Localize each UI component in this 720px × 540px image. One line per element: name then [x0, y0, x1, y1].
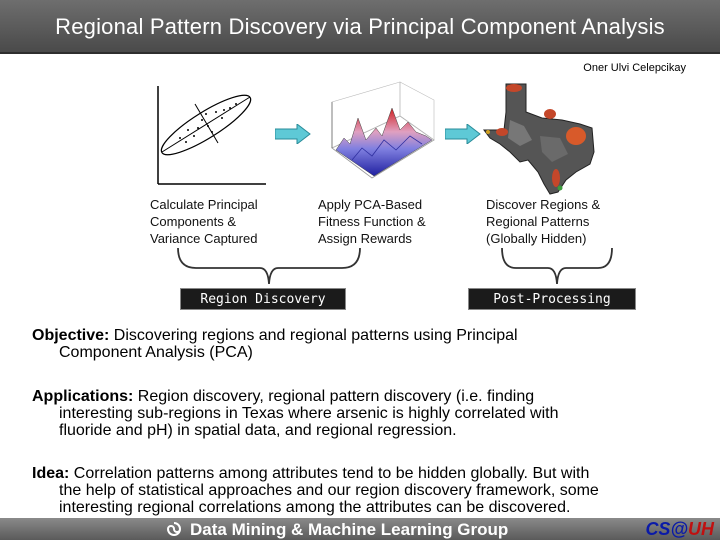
applications-paragraph: Applications: Region discovery, regional…: [32, 388, 692, 439]
idea-text-cont: the help of statistical approaches and o…: [59, 482, 599, 499]
idea-paragraph: Idea: Correlation patterns among attribu…: [32, 465, 692, 516]
region-discovery-brace: [177, 247, 361, 285]
applications-key: Applications:: [32, 388, 134, 405]
caption-line: Discover Regions &: [486, 197, 601, 212]
step-caption-pca: Calculate Principal Components & Varianc…: [150, 196, 258, 247]
objective-paragraph: Objective: Discovering regions and regio…: [32, 327, 692, 361]
post-processing-brace: [501, 247, 613, 285]
footer-bar: Data Mining & Machine Learning Group CS@…: [0, 518, 720, 540]
objective-key: Objective:: [32, 327, 110, 344]
idea-key: Idea:: [32, 465, 70, 482]
arrow-right-icon: [445, 124, 481, 144]
objective-text-cont: Component Analysis (PCA): [59, 344, 253, 361]
objective-text: Discovering regions and regional pattern…: [109, 327, 518, 344]
slide-title: Regional Pattern Discovery via Principal…: [55, 14, 665, 39]
caption-line: (Globally Hidden): [486, 231, 587, 246]
step-caption-discover: Discover Regions & Regional Patterns (Gl…: [486, 196, 600, 247]
applications-text-cont: interesting sub-regions in Texas where a…: [59, 405, 559, 422]
texas-regions-map: [483, 83, 595, 195]
title-bar: Regional Pattern Discovery via Principal…: [0, 0, 720, 54]
region-discovery-label: Region Discovery: [180, 288, 346, 310]
caption-line: Fitness Function &: [318, 214, 426, 229]
caption-line: Assign Rewards: [318, 231, 412, 246]
fitness-surface-plot: [331, 81, 435, 179]
applications-text: Region discovery, regional pattern disco…: [133, 388, 535, 405]
logo-part-b: UH: [688, 519, 714, 539]
swirl-logo-icon: [166, 522, 181, 536]
caption-line: Variance Captured: [150, 231, 258, 246]
idea-text: Correlation patterns among attributes te…: [69, 465, 590, 482]
post-processing-label: Post-Processing: [468, 288, 636, 310]
logo-part-a: CS@: [645, 519, 688, 539]
caption-line: Components &: [150, 214, 236, 229]
idea-text-cont: interesting regional correlations among …: [59, 499, 571, 516]
caption-line: Calculate Principal: [150, 197, 258, 212]
author-name: Oner Ulvi Celepcikay: [583, 62, 686, 74]
arrow-right-icon: [275, 124, 311, 144]
footer-group-name: Data Mining & Machine Learning Group: [190, 520, 509, 539]
step-caption-fitness: Apply PCA-Based Fitness Function & Assig…: [318, 196, 426, 247]
caption-line: Regional Patterns: [486, 214, 590, 229]
applications-text-cont: fluoride and pH) in spatial data, and re…: [59, 422, 457, 439]
caption-line: Apply PCA-Based: [318, 197, 423, 212]
pca-scatter-figure: [157, 86, 266, 185]
cs-uh-logo: CS@UH: [645, 519, 714, 540]
